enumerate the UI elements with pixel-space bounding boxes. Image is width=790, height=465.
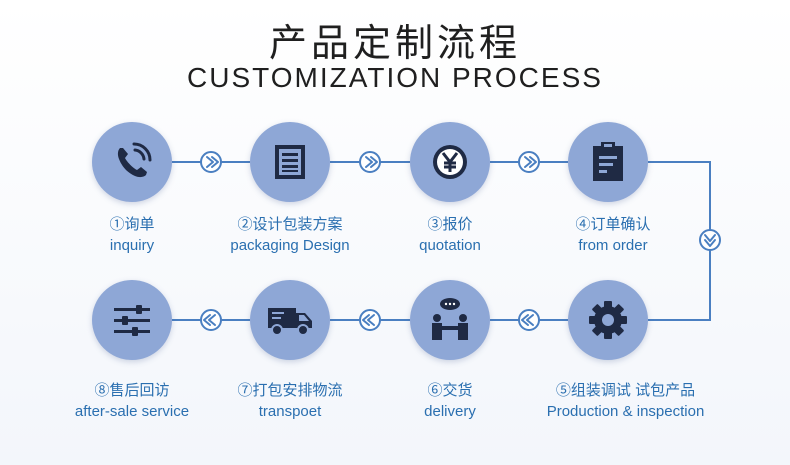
phone-icon [117,142,152,178]
step-en-label: inquiry [109,237,155,254]
step-8-label: ⑧售后回访 after-sale service [42,380,222,422]
step-6-circle [410,280,490,360]
step-8-circle [92,280,172,360]
sliders-icon [114,305,150,336]
step-6-label: ⑥交货 delivery [390,380,510,422]
page-title: 产品定制流程 [268,21,521,65]
step-en-label: quotation [419,237,481,254]
step-3-circle [410,122,490,202]
truck-icon [268,308,312,336]
step-5-label: ⑤组装调试 试包产品 Production & inspection [523,380,728,422]
step-7-circle [250,280,330,360]
step-cn-label: ⑥交货 [427,382,473,399]
yen-coin-icon [433,145,467,179]
gear-icon [589,301,627,339]
step-en-label: Production & inspection [546,403,705,420]
step-2-circle [250,122,330,202]
step-1-circle [92,122,172,202]
step-cn-label: ③报价 [427,216,473,233]
clipboard-icon [593,142,623,181]
step-en-label: after-sale service [74,403,190,420]
step-en-label: transpoet [258,403,322,420]
step-cn-label: ②设计包装方案 [237,216,343,233]
step-cn-label: ⑤组装调试 试包产品 [555,382,696,399]
step-en-label: delivery [424,403,476,420]
handshake-icon [432,298,468,340]
step-en-label: packaging Design [230,237,350,254]
step-1-label: ①询单 inquiry [72,214,192,256]
step-cn-label: ⑧售后回访 [94,382,170,399]
page-subtitle: CUSTOMIZATION PROCESS [187,62,603,93]
step-cn-label: ⑦打包安排物流 [237,382,343,399]
step-7-label: ⑦打包安排物流 transpoet [210,380,370,422]
step-en-label: from order [578,237,648,254]
step-5-circle [568,280,648,360]
step-4-label: ④订单确认 from order [543,214,683,256]
document-icon [275,145,305,179]
step-4-circle [568,122,648,202]
step-cn-label: ①询单 [109,216,155,233]
step-cn-label: ④订单确认 [575,216,651,233]
step-3-label: ③报价 quotation [390,214,510,256]
step-2-label: ②设计包装方案 packaging Design [210,214,370,256]
